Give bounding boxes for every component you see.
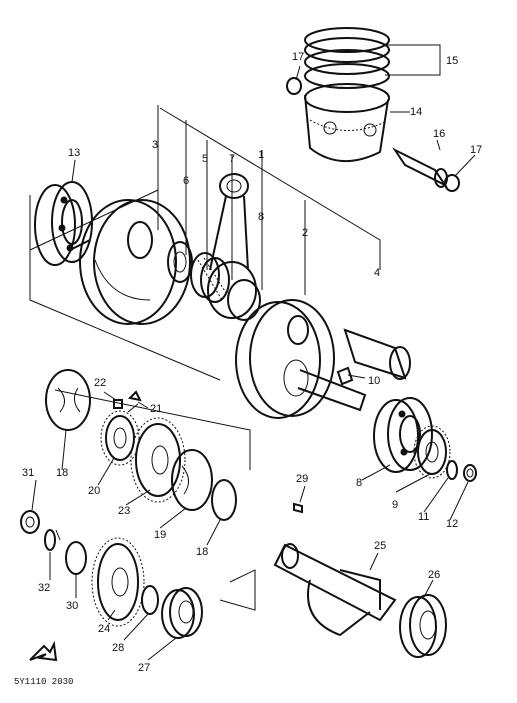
piston — [304, 83, 390, 163]
callout-10: 10 — [368, 375, 380, 387]
callout-labels: 1 2 3 4 5 6 7 8 8 9 10 11 12 13 14 15 16… — [22, 51, 482, 674]
lock-washer-32 — [44, 529, 56, 551]
crank-pin — [343, 328, 411, 380]
callout-12: 12 — [446, 518, 458, 530]
callout-3: 3 — [152, 139, 158, 151]
key-22 — [113, 399, 123, 409]
balancer-weight-upper — [45, 369, 91, 431]
washer-18-lower — [211, 479, 237, 521]
callout-11: 11 — [418, 511, 429, 523]
callout-4: 4 — [374, 267, 380, 279]
leader-lines — [31, 44, 476, 661]
nut — [463, 464, 477, 482]
callout-17-left: 17 — [292, 51, 304, 63]
callout-2: 2 — [302, 227, 308, 239]
callout-30: 30 — [66, 600, 78, 612]
balancer-weight-19 — [171, 449, 213, 511]
callout-8-upper: 8 — [258, 211, 264, 223]
plate-washer-21 — [127, 390, 142, 413]
callout-8-lower: 8 — [356, 477, 362, 489]
primary-drive-gear — [413, 425, 451, 479]
callout-18-upper: 18 — [56, 467, 68, 479]
right-crank-half — [235, 299, 367, 419]
spacer-28 — [141, 585, 159, 615]
callout-24: 24 — [98, 623, 110, 635]
diagram-code: 5Y1110 2030 — [14, 677, 73, 687]
needle-bearing — [190, 252, 230, 303]
callout-17-right: 17 — [470, 144, 482, 156]
front-arrow-icon — [29, 640, 58, 662]
nut-31 — [20, 510, 40, 534]
callout-26: 26 — [428, 569, 440, 581]
callout-16: 16 — [433, 128, 445, 140]
thrust-washer-upper — [167, 241, 193, 283]
callout-18-lower: 18 — [196, 546, 208, 558]
callout-22: 22 — [94, 377, 106, 389]
callout-21: 21 — [150, 403, 162, 415]
callout-23: 23 — [118, 505, 130, 517]
callout-13: 13 — [68, 147, 80, 159]
callout-1: 1 — [258, 149, 264, 161]
balancer-drive-gear-20 — [100, 410, 140, 466]
left-crank-half — [69, 199, 191, 325]
balancer-driven-gear-24 — [91, 537, 145, 627]
callout-29: 29 — [296, 473, 308, 485]
left-crank-bearing — [34, 181, 93, 266]
circlip-right — [444, 174, 460, 192]
woodruff-key-29 — [293, 502, 303, 514]
callout-14: 14 — [410, 106, 422, 118]
balancer-gear-23 — [130, 417, 186, 503]
balancer-bearing-26 — [399, 594, 447, 658]
connecting-rod — [207, 173, 261, 321]
lock-washer — [446, 460, 458, 480]
callout-19-lower: 19 — [154, 529, 166, 541]
callout-27: 27 — [138, 662, 150, 674]
callout-31: 31 — [22, 467, 34, 479]
bearing-27 — [161, 587, 203, 639]
washer-30 — [65, 541, 87, 575]
callout-32: 32 — [38, 582, 50, 594]
callout-20: 20 — [88, 485, 100, 497]
balancer-shaft — [273, 543, 397, 637]
callout-9: 9 — [392, 499, 398, 511]
piston-rings — [304, 27, 390, 89]
callout-28: 28 — [112, 642, 124, 654]
piston-pin — [392, 147, 448, 188]
callout-7: 7 — [229, 153, 235, 165]
callout-6: 6 — [183, 175, 189, 187]
callout-25: 25 — [374, 540, 386, 552]
callout-15: 15 — [446, 55, 458, 67]
callout-5: 5 — [202, 153, 208, 165]
woodruff-key — [336, 366, 354, 386]
circlip-left — [286, 77, 302, 95]
assembly-frame — [29, 105, 381, 611]
